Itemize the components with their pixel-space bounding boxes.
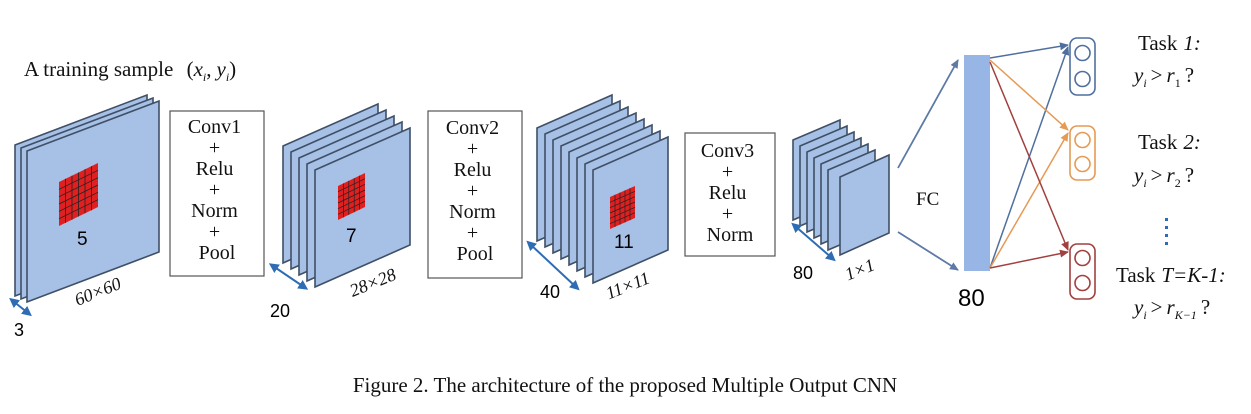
- stage-2-depth: 20: [270, 301, 290, 321]
- arrow-to-fc-top: [897, 59, 959, 169]
- output-unit-task-1: [1069, 37, 1096, 96]
- svg-text:yi>r1?: yi>r1?: [1132, 63, 1194, 90]
- svg-text:yi>rK−1?: yi>rK−1?: [1132, 295, 1210, 322]
- output-unit-task-k: [1069, 243, 1096, 300]
- stage-4-feature-maps: [792, 118, 890, 257]
- input-sample-label: A training sample (xi,yi): [24, 57, 236, 84]
- op-box-conv2: Conv2 + Relu + Norm + Pool: [427, 110, 523, 279]
- stage-3-kernel-size: 11: [614, 232, 634, 253]
- fc-label: FC: [916, 189, 939, 210]
- stage-3-depth: 40: [540, 282, 560, 302]
- svg-text:Conv1 + Relu: Conv1 + Relu + Norm + Pool: [188, 116, 246, 264]
- stage-2-kernel-size: 7: [346, 226, 357, 247]
- stage-2-depth-arrow: [268, 263, 309, 290]
- stage-4-depth-arrow: [791, 222, 836, 262]
- figure-caption: Figure 2. The architecture of the propos…: [353, 373, 897, 397]
- arrow-to-fc-bottom: [897, 231, 959, 271]
- stage-4-volume: 1×1 80: [791, 118, 890, 285]
- stage-3-feature-maps: [536, 93, 669, 285]
- output-unit-task-2: [1069, 125, 1096, 181]
- stage-1-volume: 5 60×60 3: [9, 93, 160, 340]
- fc-size: 80: [958, 285, 985, 312]
- fc-layer-bar: [964, 55, 990, 271]
- stage-2-volume: 7 28×28 20: [268, 102, 411, 321]
- stage-3-depth-arrow: [526, 240, 580, 291]
- svg-text:yi>r2?: yi>r2?: [1132, 163, 1194, 190]
- stage-4-depth: 80: [793, 263, 813, 283]
- stage-4-spatial-size: 1×1: [842, 255, 877, 285]
- svg-text:Conv2 + Relu: Conv2 + Relu + Norm + Pool: [446, 117, 504, 265]
- ellipsis-dots: [1165, 218, 1168, 245]
- stage-1-depth-arrow: [9, 297, 32, 317]
- svg-text:Conv3 + Relu: Conv3 + Relu + Norm: [701, 140, 759, 246]
- op-box-conv1: Conv1 + Relu + Norm + Pool: [169, 110, 265, 277]
- stage-3-volume: 11 11×11 40: [526, 93, 669, 303]
- stage-1-kernel-grid: [58, 163, 99, 226]
- output-connections: [989, 42, 1070, 269]
- stage-1-depth: 3: [14, 320, 24, 340]
- stage-2-kernel-grid: [337, 173, 366, 220]
- op-box-conv3: Conv3 + Relu + Norm: [684, 132, 776, 257]
- stage-3-kernel-grid: [609, 186, 636, 229]
- stage-1-kernel-size: 5: [77, 229, 88, 250]
